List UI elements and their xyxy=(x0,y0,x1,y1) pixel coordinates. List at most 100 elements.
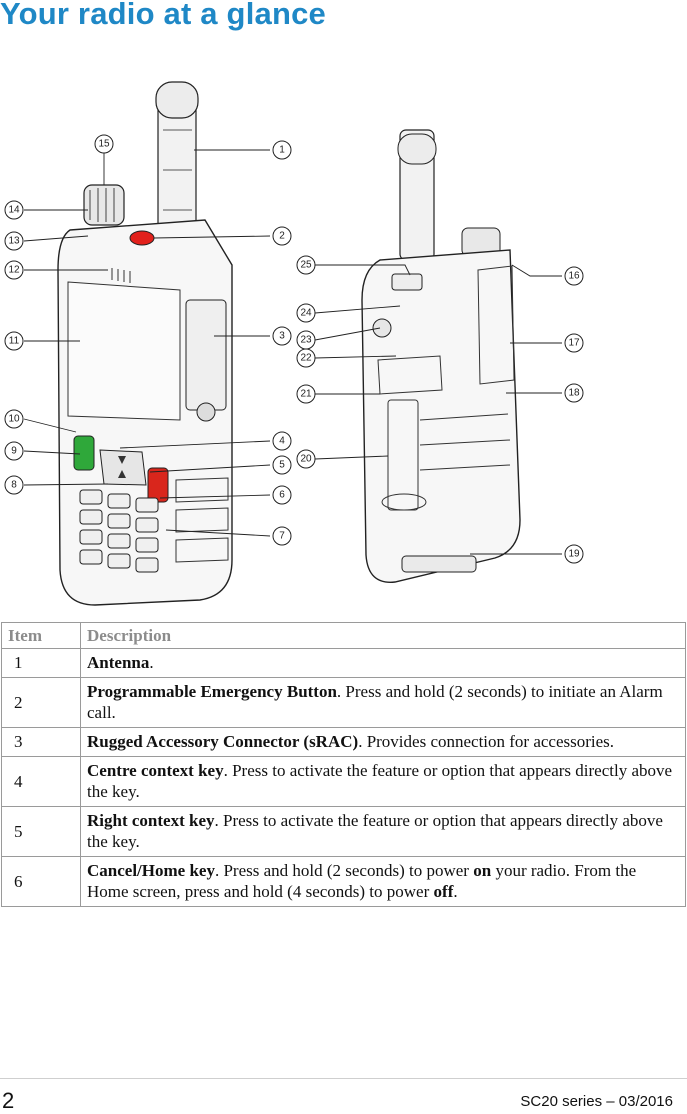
svg-text:11: 11 xyxy=(9,336,20,347)
svg-text:5: 5 xyxy=(279,460,285,471)
item-term: Rugged Accessory Connector (sRAC) xyxy=(87,732,359,751)
svg-text:19: 19 xyxy=(568,549,580,560)
svg-text:3: 3 xyxy=(279,331,285,342)
svg-text:7: 7 xyxy=(279,531,285,542)
label-area xyxy=(377,355,443,395)
item-description-table: Item Description 1 Antenna. 2 Programmab… xyxy=(1,622,686,907)
back-body xyxy=(361,249,521,583)
item-number: 3 xyxy=(1,727,81,757)
back-radio xyxy=(361,129,521,583)
item-text: . xyxy=(149,653,154,672)
svg-text:17: 17 xyxy=(568,338,580,349)
svg-text:18: 18 xyxy=(568,388,580,399)
svg-text:25: 25 xyxy=(300,260,312,271)
item-text: . xyxy=(453,882,458,901)
belt-clip-pin xyxy=(372,318,392,338)
item-description: Cancel/Home key. Press and hold (2 secon… xyxy=(80,856,686,907)
svg-text:2: 2 xyxy=(279,231,285,242)
callout-23: 23 xyxy=(296,330,316,350)
table-row: 5 Right context key. Press to activate t… xyxy=(1,806,686,857)
header-item: Item xyxy=(1,622,81,649)
callout-13: 13 xyxy=(4,231,24,251)
item-description: Programmable Emergency Button. Press and… xyxy=(80,677,686,728)
item-number: 4 xyxy=(1,756,81,807)
callout-20: 20 xyxy=(296,449,316,469)
item-number: 6 xyxy=(1,856,81,907)
header-description: Description xyxy=(80,622,686,649)
svg-text:6: 6 xyxy=(279,490,285,501)
svg-text:21: 21 xyxy=(300,389,312,400)
item-description: Centre context key. Press to activate th… xyxy=(80,756,686,807)
back-logo xyxy=(381,493,427,511)
item-term: Antenna xyxy=(87,653,150,672)
callout-11: 11 xyxy=(4,331,24,351)
leader-lines xyxy=(23,149,562,555)
callout-14: 14 xyxy=(4,200,24,220)
battery-latch xyxy=(391,273,423,291)
srac-connector xyxy=(185,299,227,411)
svg-text:8: 8 xyxy=(11,480,17,491)
item-number: 5 xyxy=(1,806,81,857)
front-radio xyxy=(57,81,233,606)
item-text: . Provides connection for accessories. xyxy=(358,732,615,751)
callout-12: 12 xyxy=(4,260,24,280)
item-term: Programmable Emergency Button xyxy=(87,682,337,701)
footer-divider xyxy=(0,1078,687,1079)
callout-21: 21 xyxy=(296,384,316,404)
callout-25: 25 xyxy=(296,255,316,275)
page-title: Your radio at a glance xyxy=(0,0,326,31)
radio-illustration: 1 2 3 4 5 6 7 8 9 10 11 12 13 14 15 16 1… xyxy=(0,60,687,610)
item-text: your radio. From the Home screen, press … xyxy=(87,861,637,901)
item-text: . Press to activate the feature or optio… xyxy=(87,811,663,851)
table-row: 4 Centre context key. Press to activate … xyxy=(1,756,686,807)
callout-15: 15 xyxy=(94,134,114,154)
callout-5: 5 xyxy=(272,455,292,475)
page-number: 2 xyxy=(2,1088,15,1113)
callout-10: 10 xyxy=(4,409,24,429)
document-series: SC20 series – 03/2016 xyxy=(520,1093,673,1110)
callout-8: 8 xyxy=(4,475,24,495)
item-description: Right context key. Press to activate the… xyxy=(80,806,686,857)
item-number: 1 xyxy=(1,648,81,678)
svg-text:23: 23 xyxy=(300,335,312,346)
svg-text:20: 20 xyxy=(300,454,312,465)
table-row: 6 Cancel/Home key. Press and hold (2 sec… xyxy=(1,856,686,907)
svg-text:24: 24 xyxy=(300,308,312,319)
callout-4: 4 xyxy=(272,431,292,451)
callout-19: 19 xyxy=(564,544,584,564)
table-row: 1 Antenna. xyxy=(1,648,686,678)
svg-text:12: 12 xyxy=(8,265,20,276)
item-term: Centre context key xyxy=(87,761,224,780)
front-display xyxy=(67,281,181,421)
table-row: 3 Rugged Accessory Connector (sRAC). Pro… xyxy=(1,727,686,757)
accessory-contacts xyxy=(401,555,477,573)
svg-text:4: 4 xyxy=(279,436,285,447)
item-text: . Press and hold (2 seconds) to power xyxy=(214,861,474,880)
table-header-row: Item Description xyxy=(1,622,686,649)
svg-text:15: 15 xyxy=(98,139,110,150)
item-emphasis-off: off xyxy=(433,882,454,901)
keypad xyxy=(79,489,159,573)
svg-text:14: 14 xyxy=(8,205,20,216)
callout-7: 7 xyxy=(272,526,292,546)
nav-pad xyxy=(99,449,147,486)
callout-16: 16 xyxy=(564,266,584,286)
item-text: . Press and hold (2 seconds) to initiate… xyxy=(87,682,663,722)
callout-24: 24 xyxy=(296,303,316,323)
svg-text:9: 9 xyxy=(11,446,17,457)
svg-text:13: 13 xyxy=(8,236,20,247)
radio-diagram-svg: 1 2 3 4 5 6 7 8 9 10 11 12 13 14 15 16 1… xyxy=(4,81,584,606)
callout-1: 1 xyxy=(272,140,292,160)
svg-text:1: 1 xyxy=(279,145,285,156)
callout-22: 22 xyxy=(296,348,316,368)
item-text: . Press to activate the feature or optio… xyxy=(87,761,673,801)
callout-6: 6 xyxy=(272,485,292,505)
item-description: Rugged Accessory Connector (sRAC). Provi… xyxy=(80,727,686,757)
red-cancel-key xyxy=(147,467,169,503)
svg-text:22: 22 xyxy=(300,353,312,364)
emergency-button xyxy=(129,230,155,246)
item-term: Cancel/Home key xyxy=(87,861,215,880)
callout-18: 18 xyxy=(564,383,584,403)
item-term: Right context key xyxy=(87,811,215,830)
item-number: 2 xyxy=(1,677,81,728)
